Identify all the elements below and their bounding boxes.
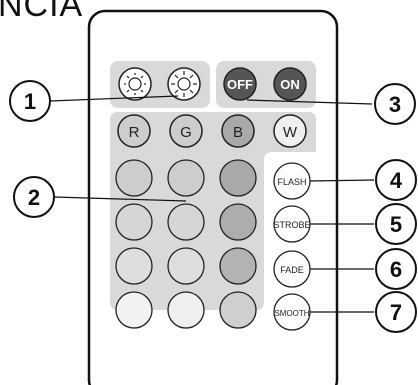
green-key-label: G <box>180 124 192 141</box>
brightness-down-icon <box>124 73 146 95</box>
off-button[interactable]: OFF <box>223 67 257 101</box>
white-key[interactable]: W <box>273 114 307 148</box>
strobe-key[interactable]: STROBE <box>273 205 311 243</box>
callout-3: 3 <box>374 83 416 125</box>
green-key[interactable]: G <box>169 114 203 148</box>
color-key-grid <box>115 159 257 329</box>
blue-key-label: B <box>233 124 243 141</box>
callout-1-label: 1 <box>24 89 36 114</box>
color-key[interactable] <box>115 203 153 241</box>
brightness-up-button[interactable] <box>167 67 201 101</box>
red-key[interactable]: R <box>117 114 151 148</box>
white-key-label: W <box>283 124 298 141</box>
brightness-down-button[interactable] <box>118 67 152 101</box>
header-text: NCIA <box>0 0 84 24</box>
callout-6-label: 6 <box>390 257 402 282</box>
fade-key[interactable]: FADE <box>273 250 311 288</box>
callout-6: 6 <box>375 248 417 290</box>
callout-7-label: 7 <box>390 300 402 325</box>
on-label: ON <box>280 77 300 92</box>
fade-key-label: FADE <box>280 265 304 275</box>
brightness-up-icon <box>171 71 197 97</box>
blue-key[interactable]: B <box>221 114 255 148</box>
callout-3-label: 3 <box>389 92 401 117</box>
color-key[interactable] <box>167 203 205 241</box>
color-key[interactable] <box>219 203 257 241</box>
callout-1: 1 <box>9 80 51 122</box>
color-panel <box>110 112 316 310</box>
smooth-key-label: SMOOTH <box>274 309 309 318</box>
color-key[interactable] <box>219 291 257 329</box>
strobe-key-label: STROBE <box>273 220 310 230</box>
leader-lines <box>49 95 375 313</box>
on-button[interactable]: ON <box>273 67 307 101</box>
color-key[interactable] <box>167 159 205 197</box>
callout-4-label: 4 <box>390 168 403 193</box>
smooth-key[interactable]: SMOOTH <box>273 293 311 331</box>
red-key-label: R <box>129 124 140 141</box>
callout-2: 2 <box>13 176 55 218</box>
callout-2-label: 2 <box>28 185 40 210</box>
color-key[interactable] <box>219 247 257 285</box>
off-label: OFF <box>227 77 253 92</box>
color-key[interactable] <box>115 247 153 285</box>
callout-4: 4 <box>375 159 417 201</box>
callout-5-label: 5 <box>390 212 402 237</box>
color-key[interactable] <box>219 159 257 197</box>
color-key[interactable] <box>167 247 205 285</box>
color-key[interactable] <box>167 291 205 329</box>
color-key[interactable] <box>115 291 153 329</box>
callout-7: 7 <box>375 291 417 333</box>
color-key[interactable] <box>115 159 153 197</box>
flash-key[interactable]: FLASH <box>273 162 311 200</box>
callout-5: 5 <box>375 203 417 245</box>
flash-key-label: FLASH <box>277 177 306 187</box>
